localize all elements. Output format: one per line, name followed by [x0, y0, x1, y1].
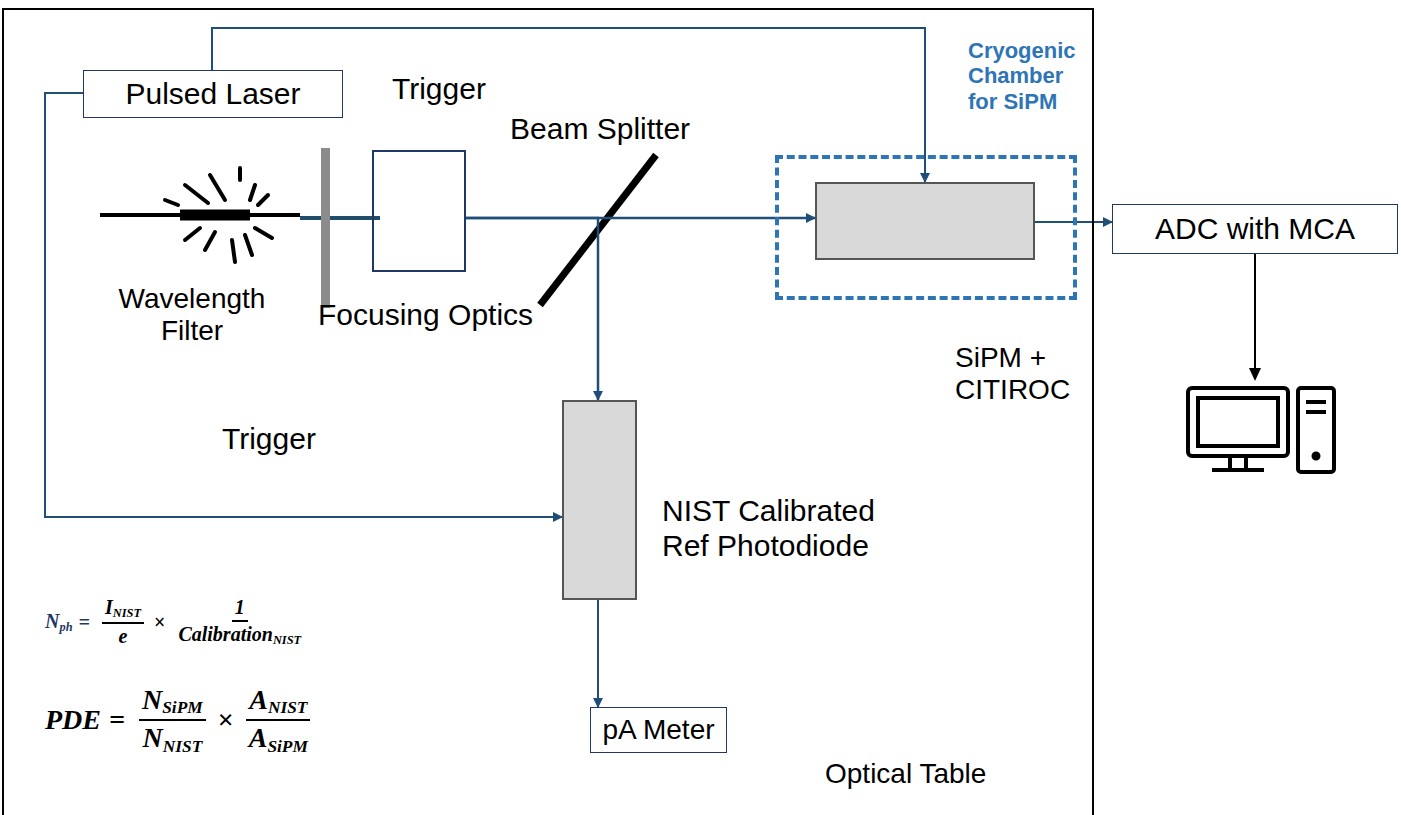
- subscript: NIST: [268, 698, 308, 717]
- formula-group: INIST: [105, 596, 141, 618]
- subscript: ph: [59, 620, 72, 634]
- subscript: SiPM: [267, 737, 308, 756]
- formula-term: N: [142, 722, 162, 753]
- adc-box: ADC with MCA: [1112, 204, 1398, 254]
- formula-group: ANIST: [249, 684, 307, 715]
- formula-group: NSiPM: [142, 684, 203, 715]
- fraction: NSiPMNNIST: [139, 684, 206, 757]
- node-label: pA Meter: [602, 714, 714, 746]
- formula-term: ×: [218, 704, 234, 736]
- subscript: NIST: [113, 606, 141, 620]
- part-label: Wavelength Filter: [92, 283, 292, 347]
- formula-term: I: [105, 596, 113, 618]
- formula-term: A: [249, 684, 268, 715]
- meter-box: pA Meter: [590, 707, 727, 753]
- connector: [45, 93, 562, 517]
- laser-sparks: [165, 168, 272, 262]
- laser-beam: [300, 216, 380, 220]
- formula-term: NIST: [273, 633, 301, 647]
- optics-box: Focusing Optics: [372, 150, 466, 272]
- subscript: SiPM: [162, 698, 203, 717]
- fraction: 1CalibrationNIST: [175, 596, 304, 648]
- pde-formula: PDE=NSiPMNNIST×ANISTASiPM: [45, 684, 317, 757]
- fraction: INIST e: [102, 596, 144, 648]
- edge-label: Trigger: [392, 72, 486, 107]
- edge-label: Trigger: [222, 422, 316, 457]
- formula-group: ASiPM: [249, 722, 308, 753]
- formula-term: N: [45, 610, 59, 632]
- node-label: Cryogenic Chamber for SiPM: [968, 38, 1098, 114]
- formula-group: NNIST: [142, 722, 202, 753]
- formula-term: NIST: [113, 606, 141, 620]
- formula-term: SiPM: [267, 737, 308, 756]
- formula-term: NIST: [268, 698, 308, 717]
- formula-group: e: [119, 625, 128, 647]
- node-label: Optical Table: [825, 758, 986, 790]
- cryo-chamber: Cryogenic Chamber for SiPMSiPM + CITIROC: [775, 155, 1077, 300]
- connector: [597, 600, 599, 707]
- formula-term: ph: [59, 620, 72, 634]
- formula-term: NIST: [163, 737, 203, 756]
- formula-term: PDE: [45, 704, 101, 736]
- node-label: Pulsed Laser: [125, 77, 300, 112]
- part-label: Beam Splitter: [510, 112, 690, 147]
- formula-term: ×: [154, 611, 165, 634]
- subscript: NIST: [273, 633, 301, 647]
- fraction: ANISTASiPM: [246, 684, 311, 757]
- formula-term: 1: [235, 596, 245, 618]
- computer-icon: [1188, 388, 1334, 472]
- sipm-box: SiPM + CITIROC: [815, 182, 1035, 260]
- formula-group: 1: [235, 596, 245, 618]
- formula-term: N: [142, 684, 162, 715]
- formula-term: e: [119, 625, 128, 647]
- formula-term: A: [249, 722, 268, 753]
- formula-term: Calibration: [178, 623, 272, 645]
- node-label: Focusing Optics: [318, 298, 533, 333]
- formula-term: SiPM: [162, 698, 203, 717]
- data-arrow-head: [1249, 368, 1261, 381]
- node-label: SiPM + CITIROC: [955, 342, 1095, 406]
- node-label: NIST Calibrated Ref Photodiode: [662, 494, 922, 563]
- node-label: ADC with MCA: [1155, 212, 1355, 247]
- laser-box: Pulsed Laser: [83, 70, 343, 118]
- formula-term: =: [79, 611, 90, 634]
- photon-formula: Nph=INISTe×1CalibrationNIST: [45, 596, 310, 648]
- laser-rod: [100, 213, 300, 217]
- subscript: NIST: [163, 737, 203, 756]
- laser-body: [180, 210, 250, 221]
- formula-term: =: [109, 704, 125, 736]
- data-arrow: [1254, 254, 1256, 372]
- formula-group: Nph: [45, 610, 73, 635]
- filter-plate: [321, 148, 330, 308]
- formula-group: CalibrationNIST: [178, 623, 301, 645]
- photodiode-box: NIST Calibrated Ref Photodiode: [562, 400, 637, 600]
